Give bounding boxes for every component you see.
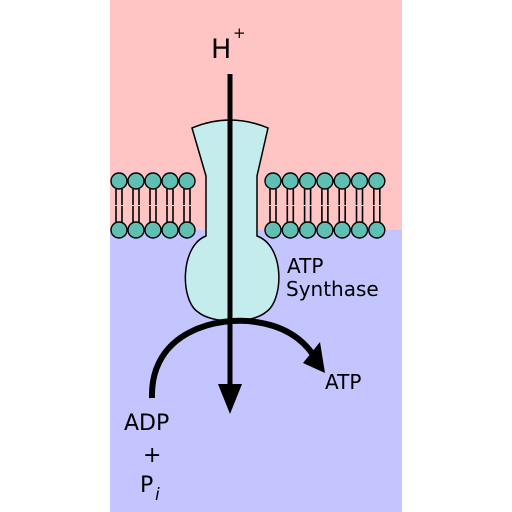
lipid-head: [281, 172, 299, 190]
lipid-head: [264, 172, 282, 190]
lipid-head: [316, 172, 334, 190]
phosphate-subscript: i: [155, 485, 160, 505]
reaction-arrow: [148, 317, 317, 399]
lipid-head: [316, 221, 334, 239]
lipid-head: [144, 172, 162, 190]
lipid-head: [350, 172, 369, 190]
enzyme-label-line2: Synthase: [286, 277, 379, 301]
lipid-head: [368, 221, 386, 239]
proton-flow-arrowhead: [218, 384, 242, 414]
lipid-head: [178, 221, 196, 239]
membrane-heads: [110, 172, 386, 239]
lipid-head: [127, 172, 145, 190]
lipid-head: [281, 221, 299, 239]
lipid-head: [368, 172, 386, 190]
proton-label: H: [211, 34, 231, 65]
lipid-head: [161, 172, 179, 190]
lipid-head: [264, 221, 282, 239]
reaction-arrowhead: [303, 342, 325, 373]
enzyme-label-line1: ATP: [287, 254, 323, 278]
lipid-head: [110, 172, 128, 190]
proton-charge-label: +: [233, 24, 246, 42]
lipid-head: [178, 172, 196, 190]
lipid-head: [333, 172, 351, 190]
phosphate-label: P: [140, 473, 153, 498]
lipid-head: [110, 221, 128, 239]
substrate-label-line1: ADP: [124, 411, 169, 436]
lipid-head: [127, 221, 145, 239]
membrane-tails: [115, 189, 381, 222]
lipid-head: [298, 172, 317, 190]
product-label: ATP: [325, 370, 361, 394]
substrate-label-line2: +: [143, 443, 161, 468]
lipid-head: [144, 221, 162, 239]
lipid-head: [298, 221, 317, 239]
lipid-head: [161, 221, 179, 239]
lipid-head: [350, 221, 369, 239]
lipid-head: [333, 221, 351, 239]
